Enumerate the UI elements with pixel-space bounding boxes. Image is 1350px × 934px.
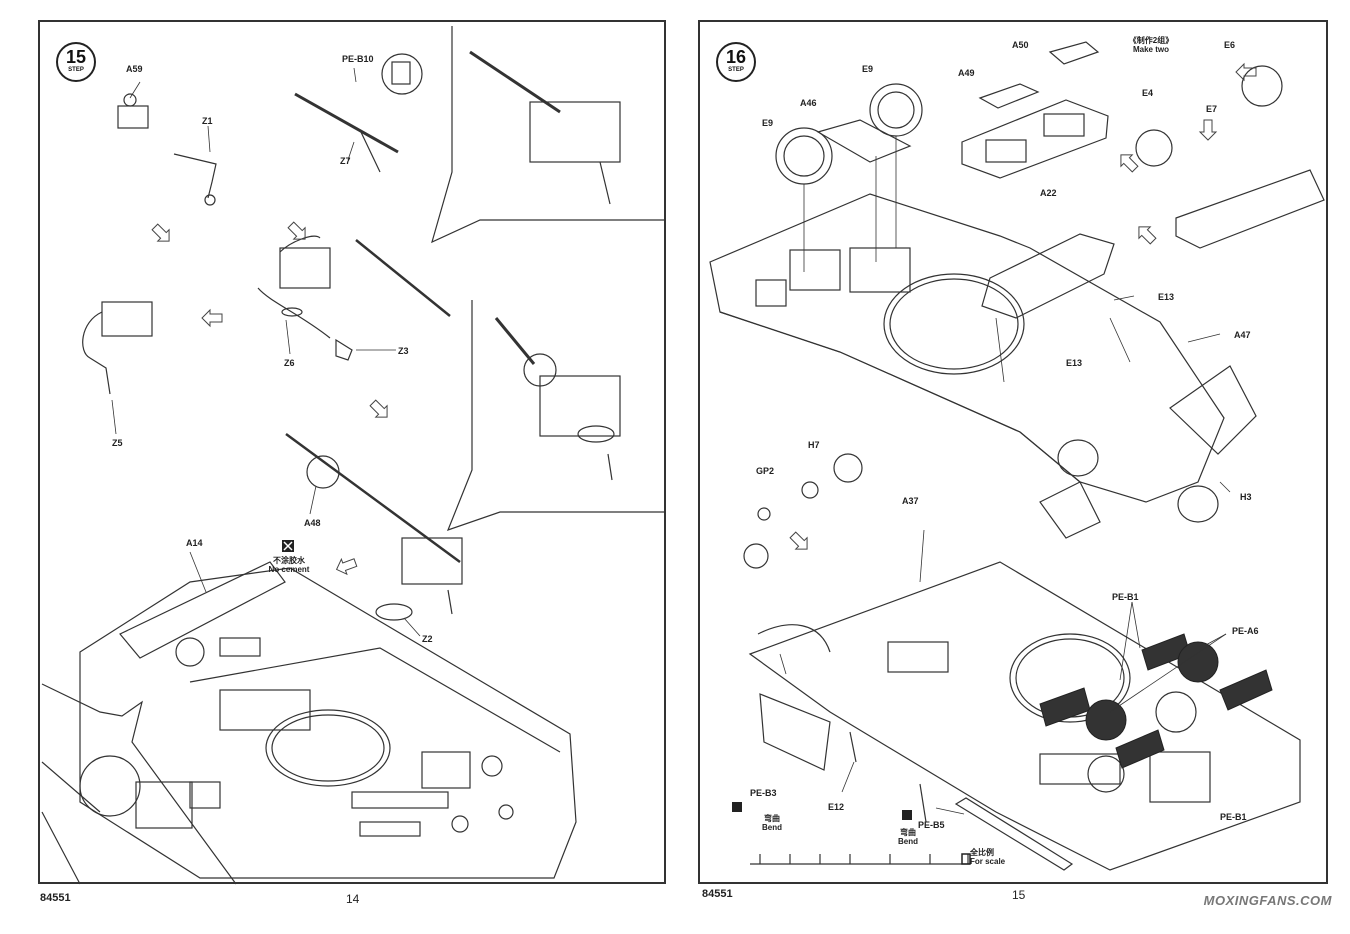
part-label: Z2	[422, 634, 433, 644]
part-label: E12	[828, 802, 845, 812]
part-label: PE-B1	[1112, 592, 1139, 602]
bend-en: Bend	[762, 823, 782, 832]
watermark-text: MOXINGFANS.COM	[1203, 893, 1332, 908]
make-two-note: 《制作2组》 Make two	[1116, 36, 1186, 54]
bend-note-1: 弯曲 Bend	[754, 814, 790, 832]
part-label: Z7	[340, 156, 351, 166]
page-14: 15 STEP A59 Z1 PE-B10 Z7 Z6 Z3 Z5 A48 A1…	[38, 20, 666, 885]
part-label: Z6	[284, 358, 295, 368]
page-14-drawing	[41, 26, 666, 885]
part-label: E9	[762, 118, 774, 128]
bend-cn: 弯曲	[900, 828, 916, 837]
part-label: A50	[1012, 40, 1029, 50]
page-15-code: 84551	[702, 888, 733, 900]
part-label: A47	[1234, 330, 1251, 340]
callout-frame-mid	[446, 300, 666, 531]
part-label: Z5	[112, 438, 123, 448]
part-label: PE-B1	[1220, 812, 1247, 822]
part-label: E13	[1158, 292, 1175, 302]
part-label: A14	[186, 538, 203, 548]
no-cement-cn: 不涂胶水	[273, 556, 305, 565]
part-label: E6	[1224, 40, 1236, 50]
part-label: Z3	[398, 346, 409, 356]
part-label: PE-B5	[918, 820, 945, 830]
scale-note: 全比例 For scale	[970, 848, 1030, 866]
part-label: A22	[1040, 188, 1057, 198]
step-label: STEP	[68, 67, 84, 73]
scale-icon	[961, 853, 971, 865]
page-15-number: 15	[1012, 888, 1026, 902]
scale-en: For scale	[970, 857, 1006, 866]
part-label: E9	[862, 64, 874, 74]
part-label: A48	[304, 518, 321, 528]
step-badge: 15 STEP	[56, 42, 96, 82]
no-cement-en: No cement	[268, 565, 310, 574]
no-cement-note: 不涂胶水 No cement	[266, 556, 312, 574]
callout-frame-top	[431, 26, 666, 244]
part-label: A37	[902, 496, 919, 506]
part-label: GP2	[756, 466, 775, 476]
part-label: A46	[800, 98, 817, 108]
scale-cn: 全比例	[970, 848, 994, 857]
part-label: A49	[958, 68, 975, 78]
make-two-en: Make two	[1132, 45, 1169, 54]
page-14-number: 14	[346, 892, 360, 906]
part-label: PE-B10	[342, 54, 374, 64]
part-label: H7	[808, 440, 820, 450]
step-badge: 16 STEP	[716, 42, 756, 82]
step-label: STEP	[728, 67, 744, 73]
bend-icon	[902, 810, 912, 820]
part-label: H3	[1240, 492, 1252, 502]
part-label: E4	[1142, 88, 1154, 98]
part-label: PE-A6	[1232, 626, 1259, 636]
page-14-code: 84551	[40, 892, 71, 904]
part-label: A59	[126, 64, 143, 74]
part-label: Z1	[202, 116, 213, 126]
bend-en: Bend	[898, 837, 918, 846]
page-15-drawing	[709, 41, 1325, 871]
part-label: PE-B3	[750, 788, 777, 798]
make-two-cn: 《制作2组》	[1128, 36, 1174, 45]
bend-cn: 弯曲	[764, 814, 780, 823]
step-number: 15	[65, 47, 87, 67]
bend-note-2: 弯曲 Bend	[890, 828, 926, 846]
callout-frame-bottom	[41, 683, 237, 885]
bend-icon	[732, 802, 742, 812]
step-number: 16	[725, 47, 747, 67]
page-15: 16 STEP A50 A49 E9 A46 E9 A22 E4 E6 E7 E…	[698, 20, 1328, 884]
part-label: E7	[1206, 104, 1218, 114]
part-label: E13	[1066, 358, 1083, 368]
